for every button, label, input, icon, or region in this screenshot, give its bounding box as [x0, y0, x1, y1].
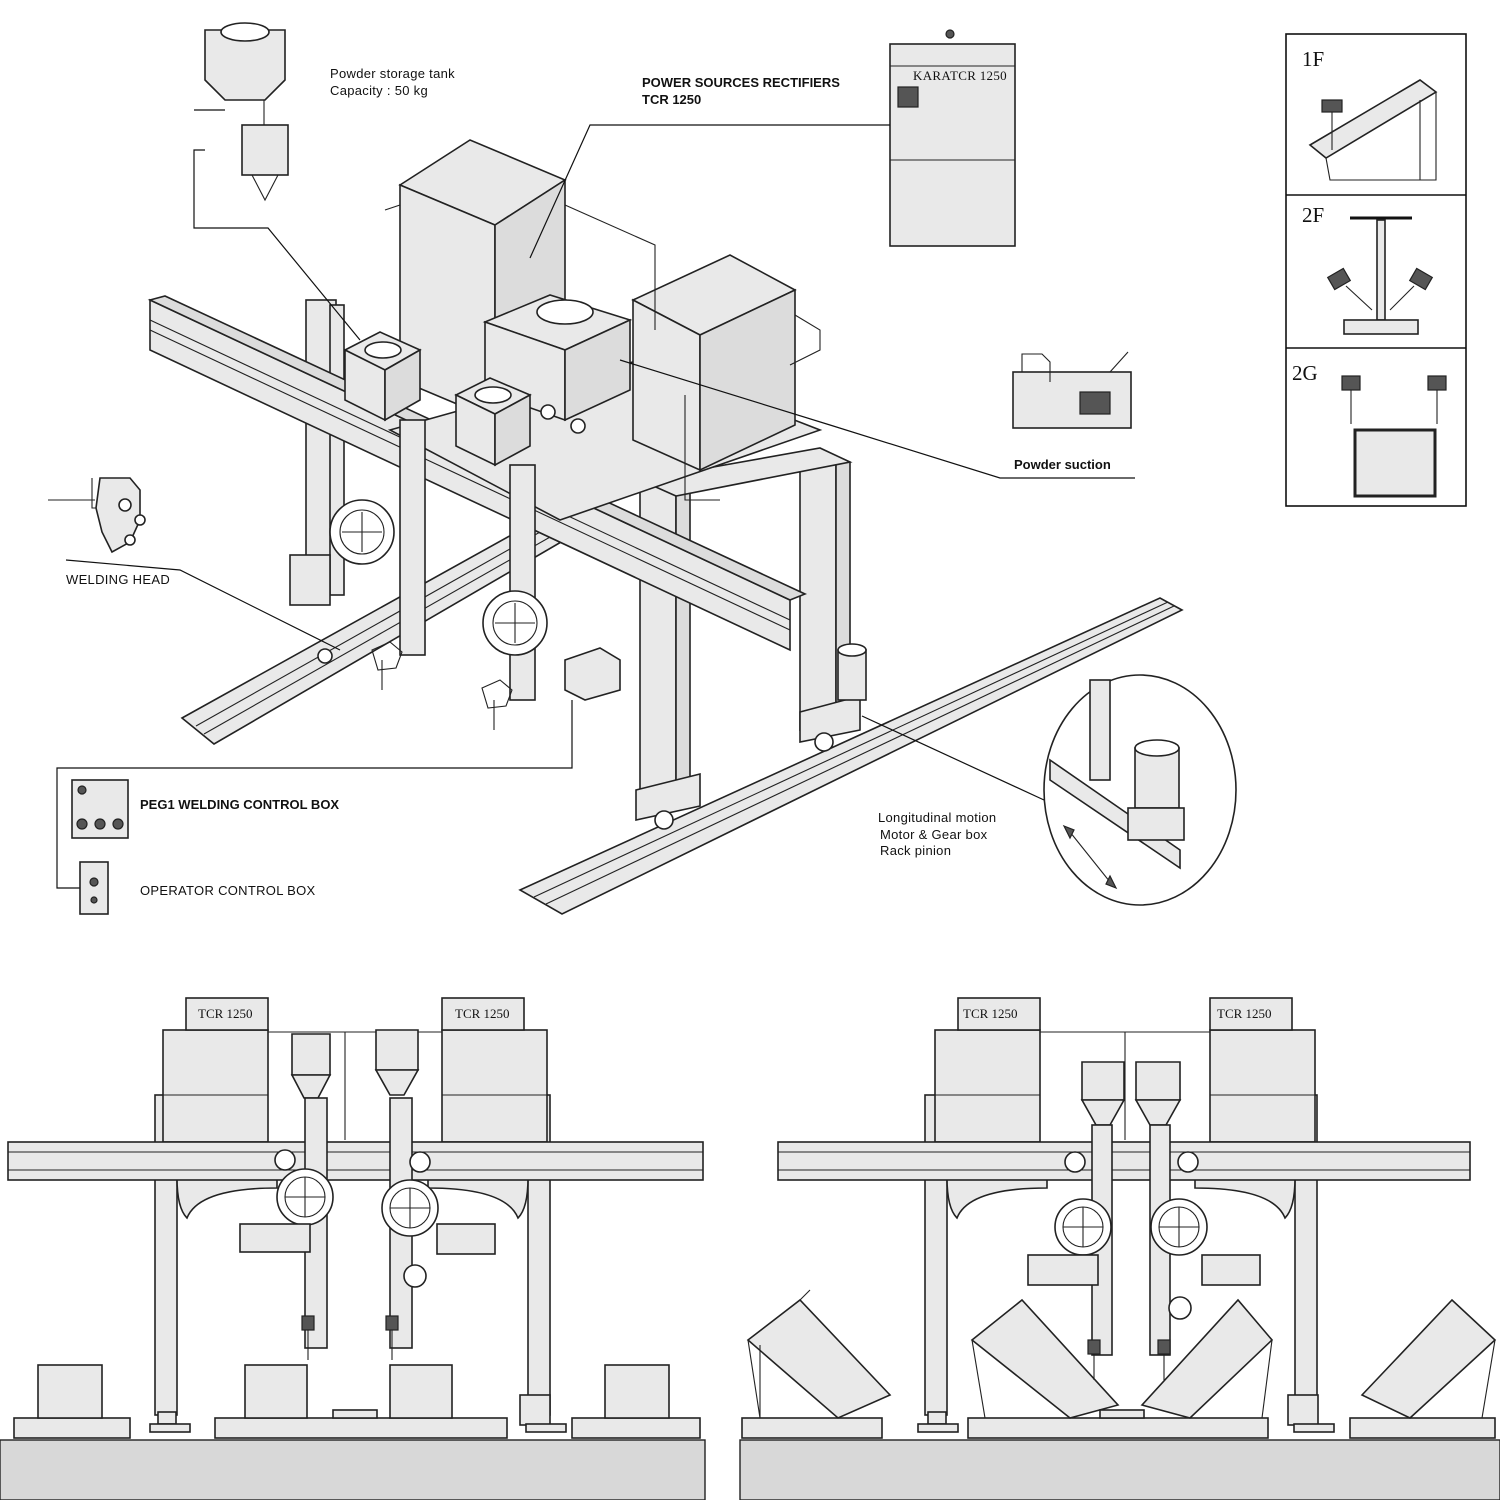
tilted-beam-4	[1360, 1298, 1497, 1419]
powder-suction-label: Powder suction	[1014, 457, 1111, 472]
operator-control-box-label: OPERATOR CONTROL BOX	[140, 883, 316, 898]
tilted-beam-2	[970, 1298, 1120, 1419]
front-right-column	[799, 454, 837, 731]
rectifier-model: TCR 1250	[950, 68, 1007, 83]
longitudinal-label-2: Motor & Gear box	[880, 827, 988, 842]
position-2g-label: 2G	[1292, 361, 1318, 385]
peg1-control-box-label: PEG1 WELDING CONTROL BOX	[140, 797, 339, 812]
longitudinal-motor	[837, 643, 867, 701]
welding-column-1	[289, 331, 426, 690]
position-1f-label: 1F	[1302, 47, 1324, 71]
bottom-carriage	[635, 772, 701, 821]
longitudinal-label-1: Longitudinal motion	[878, 810, 996, 825]
front-left-column	[639, 464, 677, 812]
left-view-rectifier-right: TCR 1250	[455, 1006, 510, 1021]
welding-positions-panel: 1F 2F 2G	[1285, 33, 1467, 507]
welding-head-label: WELDING HEAD	[66, 572, 170, 587]
rectifier-box-2	[631, 254, 797, 472]
powder-tank-label-1: Powder storage tank	[330, 66, 455, 81]
operator-control-box-icon	[79, 861, 109, 915]
power-sources-label-1: POWER SOURCES RECTIFIERS	[642, 75, 840, 90]
rectifier-brand: KARA	[913, 68, 951, 83]
power-sources-label-2: TCR 1250	[642, 92, 701, 107]
welding-head-detail: WELDING HEAD	[48, 477, 341, 651]
powder-suction-detail: Powder suction	[619, 351, 1135, 479]
control-box-detail: PEG1 WELDING CONTROL BOX OPERATOR CONTRO…	[56, 700, 573, 915]
rectifier-panel-detail: KARA TCR 1250 POWER SOURCES RECTIFIERS T…	[529, 29, 1016, 259]
welding-column-2	[454, 377, 621, 730]
elevation-view-right: TCR 1250 TCR 1250	[739, 997, 1500, 1500]
elevation-view-left: TCR 1250 TCR 1250	[0, 997, 706, 1500]
powder-tank-label-2: Capacity : 50 kg	[330, 83, 428, 98]
left-view-rectifier-left: TCR 1250	[198, 1006, 253, 1021]
isometric-gantry	[147, 139, 1184, 915]
position-2f-label: 2F	[1302, 203, 1324, 227]
railing	[564, 204, 656, 330]
longitudinal-motion-detail: Longitudinal motion Motor & Gear box Rac…	[861, 674, 1237, 906]
position-1f-sketch	[1308, 79, 1438, 181]
position-2g-sketch	[1341, 375, 1447, 498]
right-floor-rail	[518, 597, 1184, 915]
longitudinal-label-3: Rack pinion	[880, 843, 951, 858]
position-2f-sketch	[1326, 216, 1434, 335]
top-crossbeam	[637, 447, 853, 497]
powder-tank-detail: Powder storage tank Capacity : 50 kg	[193, 22, 455, 341]
right-view-rectifier-right: TCR 1250	[1217, 1006, 1272, 1021]
tilted-beam-3	[1140, 1298, 1274, 1419]
tilted-beam-1	[746, 1289, 892, 1419]
right-view-rectifier-left: TCR 1250	[963, 1006, 1018, 1021]
